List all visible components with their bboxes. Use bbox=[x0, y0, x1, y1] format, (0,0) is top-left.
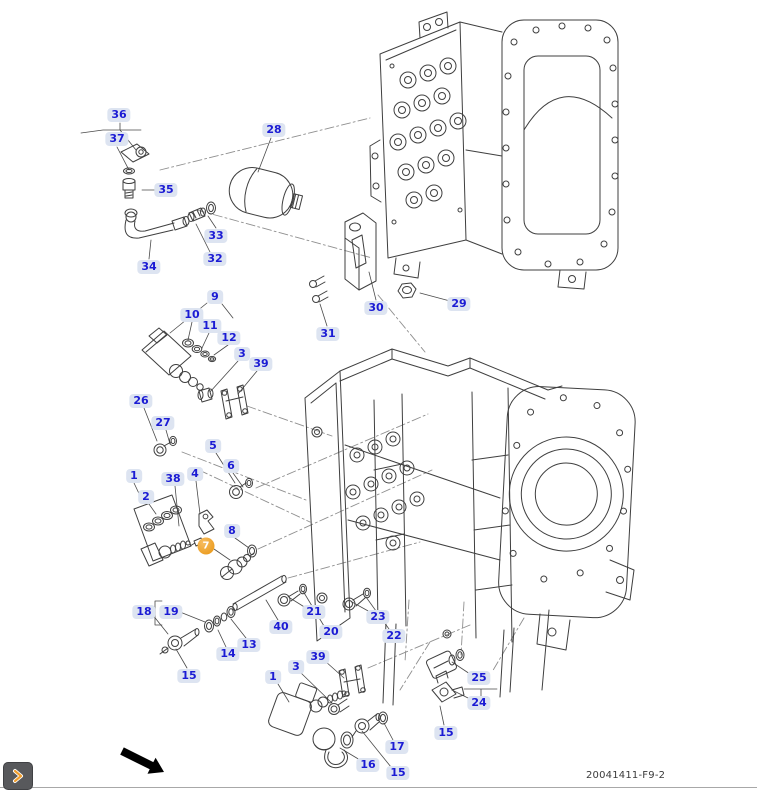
callout-38[interactable]: 38 bbox=[161, 472, 185, 486]
bolt-washer-22-23 bbox=[342, 587, 371, 611]
callout-28[interactable]: 28 bbox=[262, 123, 286, 137]
callout-8[interactable]: 8 bbox=[224, 524, 240, 538]
callout-2[interactable]: 2 bbox=[138, 490, 154, 504]
callout-5[interactable]: 5 bbox=[205, 439, 221, 453]
callout-leader-lines bbox=[80, 122, 498, 768]
chevron-right-icon bbox=[13, 769, 23, 783]
callout-24[interactable]: 24 bbox=[467, 696, 491, 710]
callout-20[interactable]: 20 bbox=[319, 625, 343, 639]
callout-39[interactable]: 39 bbox=[306, 650, 330, 664]
footer-divider bbox=[0, 787, 757, 788]
sidebar-expand-button[interactable] bbox=[3, 762, 33, 790]
supply-line-assembly bbox=[120, 143, 216, 239]
callout-3[interactable]: 3 bbox=[288, 660, 304, 674]
spacer-bushing bbox=[197, 387, 214, 403]
callout-1[interactable]: 1 bbox=[265, 670, 281, 684]
callout-26[interactable]: 26 bbox=[129, 394, 153, 408]
callout-32[interactable]: 32 bbox=[203, 252, 227, 266]
plug-with-washer-26-27 bbox=[153, 435, 177, 457]
callout-6[interactable]: 6 bbox=[223, 459, 239, 473]
mounting-bracket bbox=[344, 212, 377, 291]
retainer-bracket-lower bbox=[338, 664, 366, 698]
callout-4[interactable]: 4 bbox=[187, 467, 203, 481]
callout-16[interactable]: 16 bbox=[356, 758, 380, 772]
bolt-washer-20-21 bbox=[277, 583, 307, 607]
push-rod bbox=[232, 574, 287, 612]
callout-23[interactable]: 23 bbox=[366, 610, 390, 624]
callout-33[interactable]: 33 bbox=[204, 229, 228, 243]
callout-35[interactable]: 35 bbox=[154, 183, 178, 197]
callout-15[interactable]: 15 bbox=[386, 766, 410, 780]
highlighted-sensor-7 bbox=[220, 552, 255, 580]
direction-arrow bbox=[120, 747, 164, 774]
solenoid-valve-lower bbox=[268, 682, 347, 736]
top-transmission-housing bbox=[369, 11, 619, 290]
callout-40[interactable]: 40 bbox=[269, 620, 293, 634]
figure-reference: 20041411-F9-2 bbox=[586, 770, 666, 781]
callout-1[interactable]: 1 bbox=[126, 469, 142, 483]
callout-37[interactable]: 37 bbox=[105, 132, 129, 146]
o-ring-17 bbox=[378, 711, 388, 725]
callout-39[interactable]: 39 bbox=[249, 357, 273, 371]
callout-15[interactable]: 15 bbox=[434, 726, 458, 740]
callout-14[interactable]: 14 bbox=[216, 647, 240, 661]
callout-15[interactable]: 15 bbox=[177, 669, 201, 683]
o-rings-upper bbox=[182, 338, 217, 363]
callout-34[interactable]: 34 bbox=[137, 260, 161, 274]
callout-22[interactable]: 22 bbox=[382, 629, 406, 643]
callout-19[interactable]: 19 bbox=[159, 605, 183, 619]
assembly-alignment-lines bbox=[159, 117, 525, 691]
callout-31[interactable]: 31 bbox=[316, 327, 340, 341]
solenoid-valve-upper bbox=[141, 327, 204, 391]
callout-27[interactable]: 27 bbox=[151, 416, 175, 430]
callout-11[interactable]: 11 bbox=[198, 319, 222, 333]
washer-stack bbox=[204, 606, 236, 633]
callout-9[interactable]: 9 bbox=[207, 290, 223, 304]
hex-plug bbox=[397, 282, 417, 299]
callout-18[interactable]: 18 bbox=[132, 605, 156, 619]
sensor-connector-24-25 bbox=[425, 649, 465, 679]
retainer-bracket-upper bbox=[220, 384, 249, 420]
valve-bores-top-housing bbox=[389, 57, 467, 225]
callout-10[interactable]: 10 bbox=[180, 308, 204, 322]
callout-30[interactable]: 30 bbox=[364, 301, 388, 315]
bolt-3-lower bbox=[328, 698, 350, 715]
plug-with-washer-5-6 bbox=[229, 477, 253, 499]
valve-plate-assembly bbox=[133, 494, 215, 567]
callout-3[interactable]: 3 bbox=[234, 347, 250, 361]
elbow-fitting-15-left bbox=[159, 628, 200, 655]
dust-cap-with-chain bbox=[312, 727, 354, 769]
bracket-bolts bbox=[309, 275, 329, 303]
callout-7-highlighted[interactable]: 7 bbox=[197, 537, 215, 555]
elbow-sensor-15-right bbox=[431, 670, 465, 703]
callout-29[interactable]: 29 bbox=[447, 297, 471, 311]
callout-13[interactable]: 13 bbox=[237, 638, 261, 652]
accumulator bbox=[228, 167, 304, 219]
callout-21[interactable]: 21 bbox=[302, 605, 326, 619]
test-fitting-15-bottom bbox=[351, 713, 381, 738]
lower-transmission-housing bbox=[304, 348, 636, 706]
callout-25[interactable]: 25 bbox=[467, 671, 491, 685]
callout-36[interactable]: 36 bbox=[107, 108, 131, 122]
callout-12[interactable]: 12 bbox=[217, 331, 241, 345]
callout-17[interactable]: 17 bbox=[385, 740, 409, 754]
valve-bores-lower-housing bbox=[345, 431, 425, 551]
